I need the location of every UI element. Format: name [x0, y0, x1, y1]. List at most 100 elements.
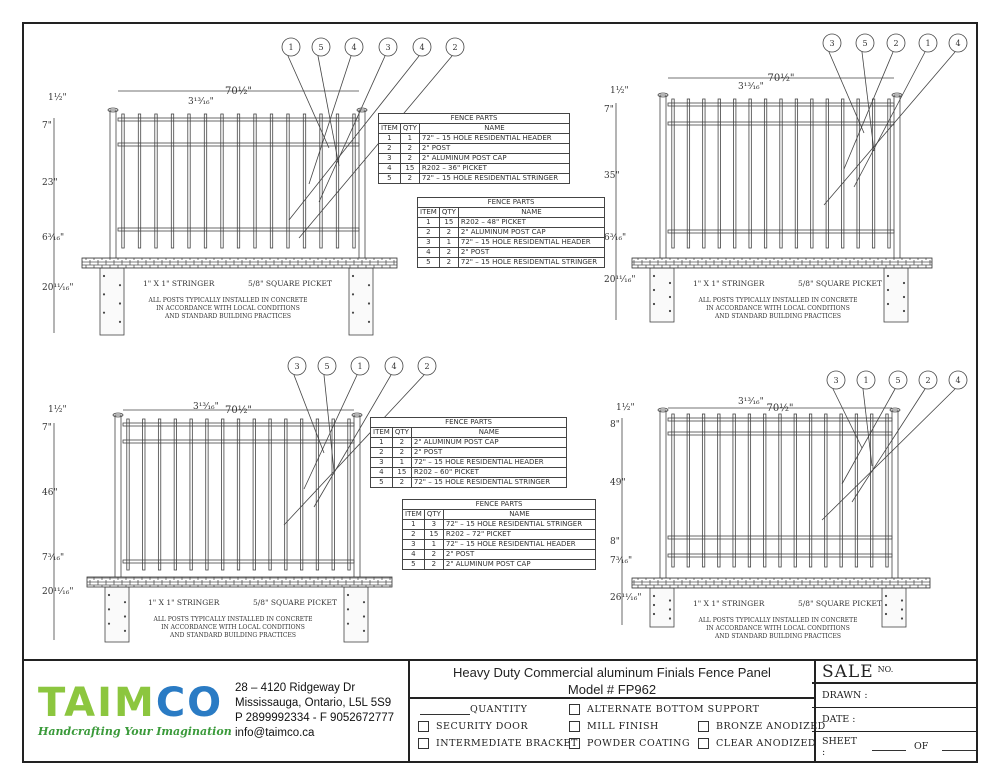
leader-line: [303, 374, 358, 490]
width-dimension: 70½": [225, 405, 252, 416]
post-width-dimension: 1½": [48, 404, 67, 415]
leader-line: [323, 374, 335, 472]
picket: [253, 113, 257, 249]
post-cap: [356, 107, 368, 113]
table-cell: 1: [423, 539, 444, 550]
option-bronze-anodized[interactable]: BRONZE ANODIZED: [698, 721, 826, 732]
option-mill-finish[interactable]: MILL FINISH: [569, 721, 659, 732]
item-balloon-number: 4: [351, 43, 356, 52]
stringer-note: 1" X 1" STRINGER: [693, 279, 765, 288]
picket: [203, 113, 208, 249]
picket: [793, 413, 797, 568]
picket: [717, 413, 721, 568]
table-cell: 2: [438, 247, 459, 258]
sheet-field[interactable]: SHEET :OF: [812, 732, 976, 761]
drawn-label: DRAWN :: [822, 690, 868, 701]
picket: [887, 98, 891, 249]
picket: [870, 413, 874, 568]
picket: [686, 413, 690, 568]
drawn-field[interactable]: DRAWN :: [812, 684, 976, 708]
picket: [885, 413, 889, 568]
leader-line: [823, 51, 956, 206]
email: info@taimco.ca: [235, 727, 315, 739]
concrete-speck: [123, 615, 127, 618]
table-cell: 5: [402, 559, 425, 570]
picket: [810, 98, 814, 249]
option-clear-anodized[interactable]: CLEAR ANODIZED: [698, 738, 816, 749]
checkbox[interactable]: [569, 721, 580, 732]
table-cell: 72" – 15 HOLE RESIDENTIAL STRINGER: [418, 173, 571, 184]
sale-no-label: NO.: [877, 665, 894, 674]
table-caption: FENCE PARTS: [417, 197, 605, 208]
column-header: ITEM: [417, 207, 440, 218]
concrete-note: ALL POSTS TYPICALLY INSTALLED IN CONCRET…: [147, 297, 307, 304]
picket: [763, 98, 768, 249]
picket: [121, 113, 125, 249]
option-security-door[interactable]: SECURITY DOOR: [418, 721, 528, 732]
item-balloon: [287, 356, 307, 376]
picket: [335, 113, 340, 249]
table-cell: 2: [438, 257, 459, 268]
rail: [122, 559, 355, 564]
checkbox[interactable]: [418, 721, 429, 732]
checkbox[interactable]: [698, 738, 709, 749]
picket-note: 5/8" SQUARE PICKET: [253, 598, 337, 607]
fence-elevation-tr: [615, 33, 968, 323]
height-dimension: 20¹¹⁄₁₆": [42, 587, 74, 597]
date-field[interactable]: DATE :: [812, 708, 976, 732]
checkbox[interactable]: [569, 738, 580, 749]
option-alternate-bottom-support[interactable]: ALTERNATE BOTTOM SUPPORT: [569, 704, 760, 715]
table-cell: 1: [438, 237, 459, 248]
table-cell: 2" POST: [410, 447, 568, 458]
ground-hatch: [631, 577, 931, 589]
table-cell: 2: [423, 559, 444, 570]
option-powder-coating[interactable]: POWDER COATING: [569, 738, 690, 749]
picket: [671, 98, 675, 249]
picket: [839, 413, 843, 568]
item-balloon: [311, 37, 331, 57]
picket: [825, 98, 829, 249]
post-width-dimension: 1½": [616, 402, 635, 413]
concrete-speck: [102, 274, 106, 278]
phone-fax: P 2899992334 - F 9052672777: [235, 712, 395, 724]
logo-text-blue: CO: [155, 680, 224, 726]
picket: [137, 113, 142, 249]
option-intermediate-bracket[interactable]: INTERMEDIATE BRACKET: [418, 738, 578, 749]
leader-line: [821, 388, 956, 521]
rail: [122, 422, 355, 427]
table-cell: 2: [391, 477, 412, 488]
item-balloon: [417, 356, 437, 376]
item-balloon-number: 4: [955, 376, 960, 385]
picket: [748, 98, 752, 249]
picket-spacing-dimension: 3¹³⁄₁₆": [188, 97, 214, 107]
option-label: ALTERNATE BOTTOM SUPPORT: [587, 704, 760, 715]
leader-line: [298, 55, 453, 239]
picket: [236, 418, 241, 571]
picket: [252, 418, 256, 571]
concrete-footing: [104, 586, 130, 643]
checkbox[interactable]: [569, 704, 580, 715]
checkbox[interactable]: [418, 738, 429, 749]
column-header: ITEM: [402, 509, 425, 520]
concrete-footing: [99, 267, 125, 336]
quantity-field[interactable]: QUANTITY: [420, 704, 527, 715]
concrete-speck: [886, 302, 890, 306]
concrete-speck: [351, 274, 355, 278]
concrete-note: IN ACCORDANCE WITH LOCAL CONDITIONS: [156, 305, 300, 312]
item-balloon: [384, 356, 404, 376]
table-cell: 72" – 15 HOLE RESIDENTIAL STRINGER: [442, 519, 597, 530]
item-balloon: [445, 37, 465, 57]
item-balloon-number: 3: [833, 376, 838, 385]
picket: [157, 418, 162, 571]
picket: [856, 98, 860, 249]
concrete-speck: [668, 608, 672, 611]
concrete-speck: [652, 603, 656, 607]
stringer-note: 1" X 1" STRINGER: [693, 599, 765, 608]
concrete-speck: [123, 629, 127, 632]
sheet-label: SHEET :: [822, 735, 857, 758]
checkbox[interactable]: [698, 721, 709, 732]
